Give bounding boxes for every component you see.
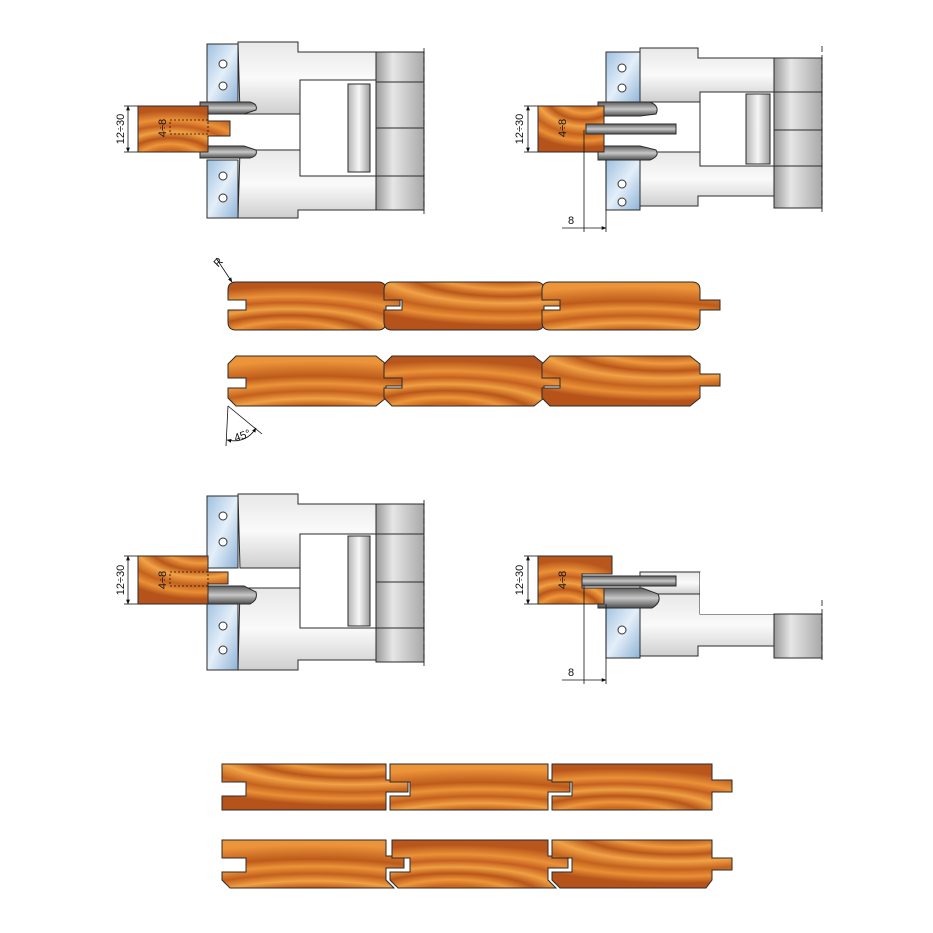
blue-insert-upper	[206, 495, 239, 569]
depth-label: 4÷8	[157, 571, 169, 589]
spindle-shaft	[375, 48, 425, 214]
angle-label: 45°	[233, 428, 253, 445]
thickness-label: 12÷30	[115, 565, 127, 596]
cutter-body	[639, 47, 775, 207]
profile-knives	[199, 585, 257, 605]
blue-insert-upper	[206, 43, 239, 103]
board-row-v-groove	[221, 839, 733, 889]
depth-label: 4÷8	[157, 119, 169, 137]
depth-label: 4÷8	[557, 571, 569, 589]
blue-insert-lower	[605, 159, 641, 211]
groove-blade	[581, 575, 677, 587]
workpiece-board	[137, 555, 229, 605]
cutter-assembly-top-right: 12÷30 4÷8 8	[514, 46, 823, 232]
angle-callout: 45°	[225, 405, 263, 447]
dimension-thickness: 12÷30 4÷8	[115, 105, 169, 153]
offset-label: 8	[568, 667, 574, 679]
radius-callout: R	[212, 256, 233, 283]
depth-label: 4÷8	[557, 119, 569, 137]
spindle-shaft	[773, 46, 823, 212]
workpiece-board	[537, 555, 613, 605]
blue-insert-upper	[605, 51, 641, 105]
workpiece-board	[137, 105, 231, 153]
spindle-shaft	[773, 600, 823, 662]
spindle-shaft	[375, 500, 425, 666]
cutter-assembly-bottom-left: 12÷30 4÷8	[115, 493, 425, 671]
radius-label: R	[212, 256, 226, 270]
profile-knives	[199, 101, 257, 159]
thickness-label: 12÷30	[115, 114, 127, 145]
blue-insert-lower	[206, 159, 239, 219]
board-row-square-edge	[221, 763, 733, 811]
blue-insert-lower	[605, 603, 641, 659]
dimension-thickness: 12÷30 4÷8	[514, 105, 569, 153]
cutter-assembly-top-left: 12÷30 4÷8	[115, 41, 425, 219]
workpiece-board	[537, 105, 605, 153]
cutter-assembly-bottom-right: 12÷30 4÷8 8	[514, 555, 823, 684]
cutter-body	[237, 41, 377, 219]
thickness-label: 12÷30	[514, 565, 526, 596]
blue-insert-lower	[206, 599, 239, 671]
dimension-thickness: 12÷30 4÷8	[514, 555, 569, 605]
dimension-offset: 8	[562, 130, 607, 232]
profile-knives	[585, 101, 677, 161]
dimension-offset: 8	[562, 586, 607, 684]
thickness-label: 12÷30	[514, 114, 526, 145]
offset-label: 8	[568, 215, 574, 227]
board-row-chamfered: 45°	[225, 355, 721, 447]
dimension-thickness: 12÷30 4÷8	[115, 555, 169, 605]
cutter-body	[237, 493, 377, 671]
groove-blade	[585, 123, 677, 135]
board-row-rounded: R	[212, 256, 721, 331]
